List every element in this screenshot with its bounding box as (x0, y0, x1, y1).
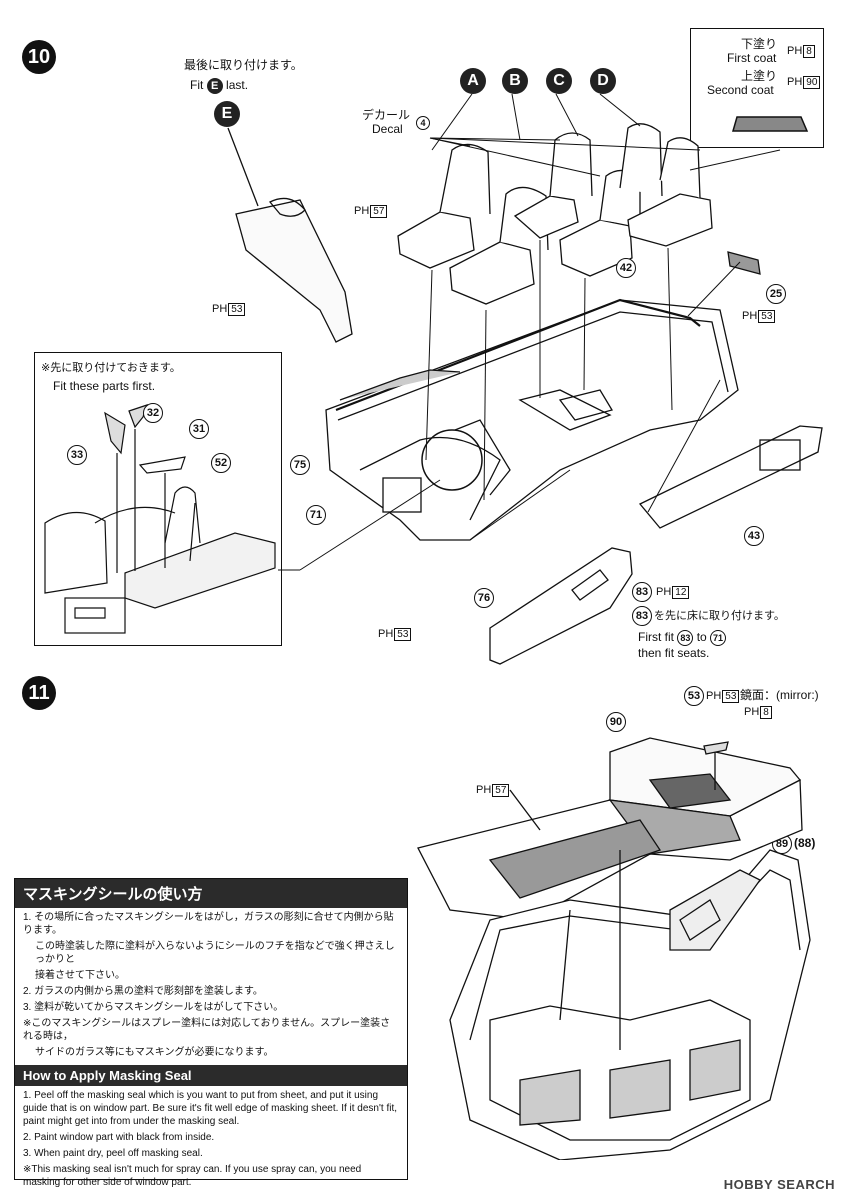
part-83-label: 83 (632, 582, 652, 602)
window-part-illustration (732, 116, 809, 132)
note-83-inline-83: 83 (677, 630, 694, 646)
masking-jp-item-3: 3. 塗料が乾いてからマスキングシールをはがして下さい。 (23, 1002, 284, 1013)
masking-en-note: ※This masking seal isn't much for spray … (23, 1164, 362, 1188)
note-83-en-line1: First fit 83 to 71 (638, 630, 727, 646)
part-43-label: 43 (744, 526, 764, 546)
masking-jp-item-2: 2. ガラスの内側から黒の塗料で彫刻部を塗装します。 (23, 986, 263, 997)
part-42-label: 42 (616, 258, 636, 278)
seat-c-badge: C (546, 68, 572, 94)
part-e-inline-badge: E (206, 78, 223, 94)
masking-title-jp: マスキングシールの使い方 (15, 879, 407, 908)
masking-title-en: How to Apply Masking Seal (15, 1065, 407, 1086)
step-11-badge: 11 (22, 676, 56, 710)
part-52-label: 52 (211, 453, 231, 473)
second-coat-en: Second coat (707, 83, 774, 97)
inset-note-jp: ※先に取り付けておきます。 (41, 362, 181, 374)
mirror-label: 鏡面：(mirror:) (740, 688, 819, 702)
part-33-label: 33 (67, 445, 87, 465)
note-83-inline-71: 71 (710, 630, 727, 646)
part-e-badge: E (214, 101, 240, 127)
part-25-label: 25 (766, 284, 786, 304)
first-coat-en: First coat (727, 51, 777, 65)
decal-label-jp: デカール (362, 108, 411, 122)
seat-a-badge: A (460, 68, 486, 94)
part-32-label: 32 (143, 403, 163, 423)
fit-last-jp: 最後に取り付けます。 (184, 58, 303, 72)
part-75-label: 75 (290, 455, 310, 475)
seat-b-badge: B (502, 68, 528, 94)
part-89-label: 89 (772, 834, 792, 854)
masking-seal-instructions: マスキングシールの使い方 1. その場所に合ったマスキングシールをはがし，ガラス… (14, 878, 408, 1188)
step-10-floor-assembly-drawing (227, 93, 823, 665)
note-83-en-line2: then fit seats. (638, 646, 710, 660)
part-71-label: 71 (306, 505, 326, 525)
note-83-badge: 83 (632, 606, 652, 626)
first-coat-jp: 下塗り (741, 37, 778, 51)
decal-label-en: Decal (372, 122, 403, 136)
masking-en-item-3: 3. When paint dry, peel off masking seal… (23, 1148, 203, 1159)
part-53-label: 53 (684, 686, 704, 706)
masking-jp-note-b: サイドのガラス等にもマスキングが必要になります。 (35, 1047, 274, 1058)
seat-d-badge: D (590, 68, 616, 94)
part-88-label: (88) (794, 836, 816, 850)
part-76-label: 76 (474, 588, 494, 608)
masking-jp-note: ※このマスキングシールはスプレー塗料には対応しておりません。スプレー塗装される時… (23, 1018, 391, 1042)
masking-jp-item-1c: 接着させて下さい。 (35, 970, 125, 981)
decal-number: 4 (416, 116, 430, 130)
part-31-label: 31 (189, 419, 209, 439)
part-90-label: 90 (606, 712, 626, 732)
console-inset-drawing (44, 404, 276, 634)
hobby-search-watermark: HOBBY SEARCH (723, 1177, 835, 1192)
masking-en-item-1: 1. Peel off the masking seal which is yo… (23, 1090, 398, 1127)
step-11-body-assembly-drawing (417, 737, 811, 1160)
masking-jp-item-1: 1. その場所に合ったマスキングシールをはがし，ガラスの彫刻に合せて内側から貼り… (23, 912, 394, 936)
second-coat-jp: 上塗り (741, 69, 778, 83)
fit-first-inset: ※先に取り付けておきます。 Fit these parts first. 32 … (34, 352, 282, 646)
inset-note-en: Fit these parts first. (53, 379, 156, 393)
masking-jp-item-1b: この時塗装した際に塗料が入らないようにシールのフチを指などで強く押さえしっかりと (35, 941, 395, 965)
note-83-jp: を先に床に取り付けます。 (654, 610, 785, 622)
fit-last-en: Fit E last. (190, 78, 249, 94)
step-10-badge: 10 (22, 40, 56, 74)
masking-en-item-2: 2. Paint window part with black from ins… (23, 1132, 215, 1143)
